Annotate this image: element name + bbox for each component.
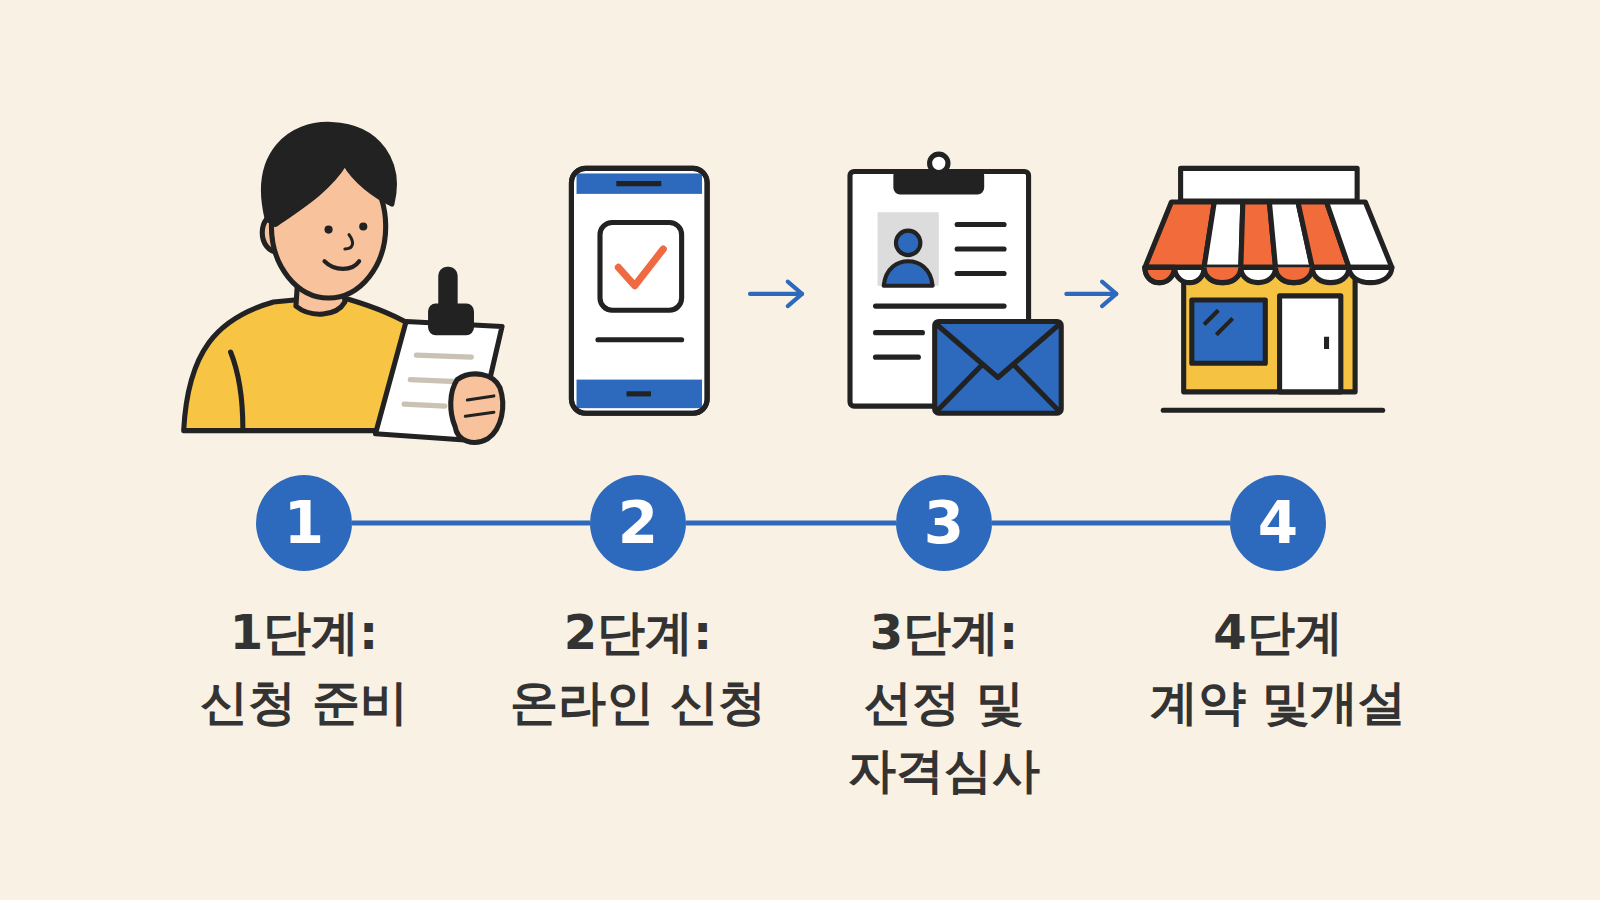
step-heading: 1단계: — [230, 598, 379, 666]
nose — [345, 235, 353, 249]
step-number: 4 — [1230, 475, 1326, 571]
arm-line — [231, 352, 243, 429]
speaker — [616, 181, 661, 186]
step-number: 1 — [256, 475, 352, 571]
paper-line — [404, 404, 445, 406]
awning-stripe — [1327, 202, 1392, 267]
resume-illustration — [850, 154, 1061, 413]
step-body: 온라인 신청 — [438, 668, 838, 736]
step-body: 신청 준비 — [104, 668, 504, 736]
text-line — [598, 337, 682, 342]
paper-line — [416, 355, 471, 357]
clipboard-clip — [441, 269, 455, 310]
window-shine — [1204, 310, 1233, 334]
shirt — [184, 296, 411, 431]
home-button — [627, 391, 651, 396]
awning-scallops — [1145, 267, 1392, 282]
photo-body — [884, 261, 933, 285]
awning-stripe — [1204, 202, 1243, 267]
phone-body — [571, 168, 707, 413]
step-body: 계약 및개설 — [1078, 668, 1478, 736]
step-circle: 22단계:온라인 신청 — [590, 475, 686, 571]
board-clip-ring — [930, 154, 948, 172]
step-heading: 3단계: — [870, 598, 1019, 666]
step-circle: 11단계:신청 준비 — [256, 475, 352, 571]
timeline-connector — [686, 521, 896, 526]
smile — [324, 261, 359, 269]
eye — [324, 226, 332, 234]
phone-body-outline — [571, 168, 707, 413]
timeline-connector — [352, 521, 590, 526]
step-heading: 4단계 — [1213, 598, 1342, 666]
phone-top-band — [577, 173, 703, 193]
shop-window — [1192, 300, 1265, 363]
phone-illustration — [571, 168, 707, 413]
envelope-flap — [937, 324, 1059, 411]
flow-arrow — [750, 282, 802, 306]
shop-sign — [1181, 168, 1358, 201]
paper-line — [410, 380, 457, 382]
step-number: 3 — [896, 475, 992, 571]
check-mark — [618, 249, 663, 286]
person-illustration — [184, 124, 503, 442]
checkbox — [600, 222, 682, 310]
photo-head — [896, 231, 920, 255]
step-circle: 44단계계약 및개설 — [1230, 475, 1326, 571]
step-number: 2 — [590, 475, 686, 571]
step-body: 선정 및 자격심사 — [829, 668, 1059, 804]
ground-line — [1163, 408, 1382, 413]
envelope — [935, 321, 1062, 413]
shop-wall — [1184, 267, 1355, 391]
step-circle: 33단계:선정 및 자격심사 — [896, 475, 992, 571]
step-heading: 2단계: — [564, 598, 713, 666]
hair — [264, 124, 395, 224]
shop-illustration — [1145, 168, 1392, 410]
shop-door — [1280, 296, 1341, 392]
phone-bottom-band — [577, 380, 703, 409]
eye — [359, 222, 367, 230]
photo — [878, 212, 939, 285]
flow-arrow — [1066, 282, 1116, 306]
timeline-connector — [992, 521, 1230, 526]
door-handle — [1324, 337, 1329, 349]
finger-lines — [465, 396, 494, 416]
hand — [451, 374, 503, 443]
